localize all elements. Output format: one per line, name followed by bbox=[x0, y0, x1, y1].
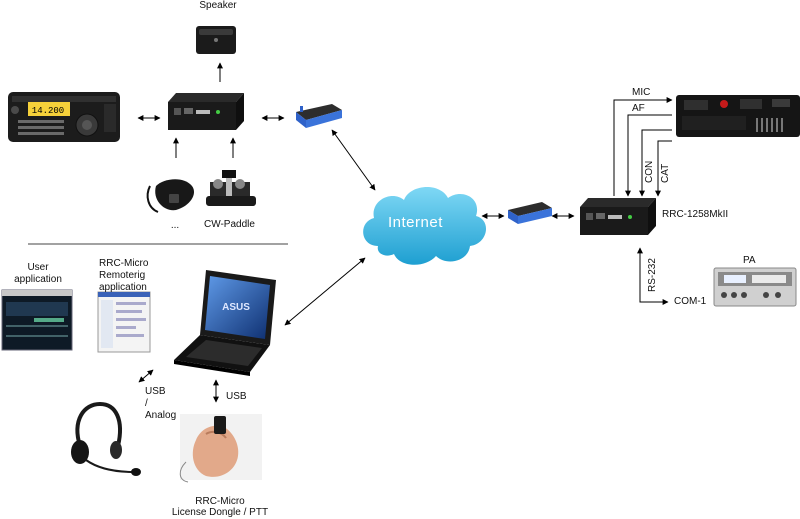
mic-label-cut: ... bbox=[171, 220, 179, 231]
dongle-label-1: RRC-Micro bbox=[195, 496, 245, 507]
remoterig-app-label-2: Remoterig bbox=[99, 270, 146, 281]
cw-paddle-icon bbox=[206, 170, 256, 206]
user-app-label-1: User bbox=[27, 262, 49, 273]
rrc-1258-label: RRC-1258MkII bbox=[662, 209, 729, 220]
router-right-icon bbox=[508, 202, 552, 224]
usb-analog-label-3: Analog bbox=[145, 410, 177, 421]
rrc-box-right-icon bbox=[580, 198, 656, 235]
usb-analog-label-2: / bbox=[145, 398, 148, 409]
com1-label: COM-1 bbox=[674, 296, 707, 307]
dongle-label-2: License Dongle / PTT bbox=[171, 507, 269, 518]
radio-icon bbox=[676, 95, 800, 137]
mic-label: MIC bbox=[632, 87, 651, 98]
rs232-label: RS-232 bbox=[647, 258, 658, 292]
router-left-icon bbox=[296, 104, 342, 128]
svg-text:14.200: 14.200 bbox=[32, 106, 64, 116]
asus-logo: ASUS bbox=[222, 302, 250, 313]
user-app-screenshot-icon bbox=[1, 289, 73, 351]
rrc-box-left-icon bbox=[168, 93, 244, 130]
headset-icon bbox=[71, 401, 141, 476]
transceiver-icon: 14.200 bbox=[8, 92, 120, 142]
remoterig-app-screenshot-icon bbox=[97, 291, 151, 353]
dongle-hand-icon bbox=[179, 414, 262, 483]
speaker-label: Speaker bbox=[199, 0, 237, 11]
cloud-icon bbox=[363, 186, 487, 265]
af-label: AF bbox=[632, 103, 645, 114]
remoterig-app-label-3: application bbox=[99, 282, 147, 293]
speaker-icon bbox=[196, 26, 236, 54]
amplifier-icon bbox=[713, 267, 797, 307]
internet-label: Internet bbox=[388, 214, 443, 231]
user-app-label-2: application bbox=[14, 274, 62, 285]
cw-paddle-label: CW-Paddle bbox=[204, 219, 255, 230]
laptop-icon: ASUS bbox=[174, 270, 276, 376]
remoterig-app-label-1: RRC-Micro bbox=[99, 258, 149, 269]
connections bbox=[137, 62, 673, 403]
usb-label: USB bbox=[226, 391, 247, 402]
usb-analog-label-1: USB bbox=[145, 386, 166, 397]
con-label: CON bbox=[644, 160, 655, 183]
cat-label: CAT bbox=[660, 163, 671, 183]
microphone-icon bbox=[146, 179, 195, 213]
pa-label: PA bbox=[743, 255, 756, 266]
